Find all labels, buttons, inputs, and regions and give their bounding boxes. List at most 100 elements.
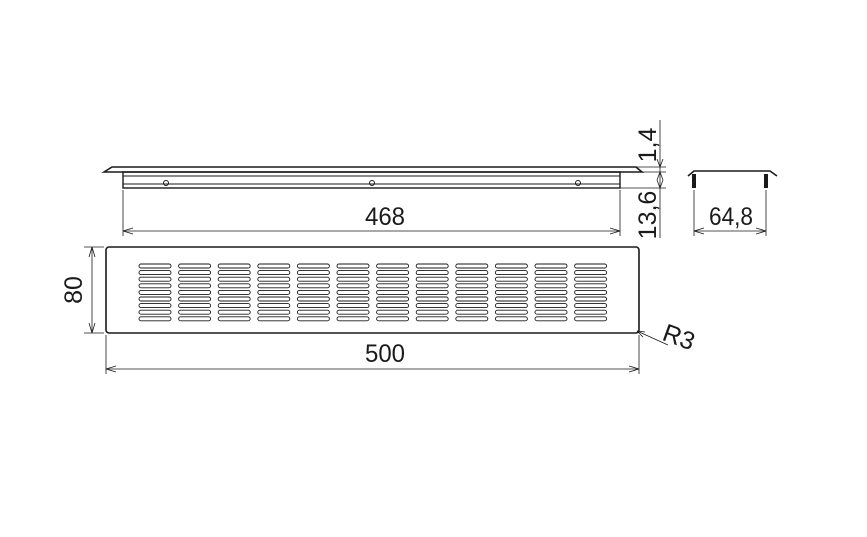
- grille-slot: [494, 296, 528, 302]
- grille-slot: [534, 303, 568, 309]
- grille-slot: [494, 283, 528, 289]
- dimension-height: 1,4 13,6: [620, 120, 666, 239]
- grille-slot: [376, 289, 410, 295]
- grille-slot: [574, 316, 608, 322]
- dimension-500: 500: [105, 335, 640, 374]
- grille-slot: [217, 316, 251, 322]
- grille-slot: [296, 296, 330, 302]
- grille-slot: [296, 270, 330, 276]
- grille-slot: [376, 270, 410, 276]
- grille-slot: [336, 283, 370, 289]
- dimension-label-468: 468: [365, 203, 405, 231]
- grille-slot: [296, 316, 330, 322]
- grille-slot: [138, 283, 172, 289]
- grille-slot: [336, 289, 370, 295]
- grille-slot: [574, 296, 608, 302]
- grille-slot: [455, 316, 489, 322]
- grille-slot: [574, 263, 608, 269]
- grille-slot: [217, 303, 251, 309]
- grille-slot: [415, 283, 449, 289]
- grille-slot: [494, 309, 528, 315]
- grille-slot: [336, 263, 370, 269]
- grille-slot: [376, 276, 410, 282]
- dimension-label-13-6: 13,6: [634, 191, 662, 240]
- grille-slot: [415, 309, 449, 315]
- grille-slot: [257, 316, 291, 322]
- grille-slot: [534, 263, 568, 269]
- grille-slot: [494, 316, 528, 322]
- grille-slot: [296, 289, 330, 295]
- dimension-468: 468: [122, 190, 621, 236]
- dimension-80: 80: [60, 246, 104, 334]
- grille-slot: [455, 303, 489, 309]
- dimension-label-1-4: 1,4: [634, 128, 662, 163]
- grille-slot: [296, 283, 330, 289]
- dimension-label-80: 80: [60, 276, 88, 304]
- grille-slot: [376, 296, 410, 302]
- grille-slots: [138, 263, 608, 322]
- grille-slot: [534, 283, 568, 289]
- grille-slot: [257, 276, 291, 282]
- grille-slot: [494, 270, 528, 276]
- grille-slot: [415, 270, 449, 276]
- grille-slot: [455, 296, 489, 302]
- grille-slot: [574, 309, 608, 315]
- side-view: [101, 166, 645, 189]
- grille-slot: [534, 270, 568, 276]
- grille-slot: [415, 263, 449, 269]
- side-view-flange: [101, 166, 645, 173]
- grille-slot: [534, 296, 568, 302]
- grille-slot: [217, 296, 251, 302]
- grille-slot: [455, 309, 489, 315]
- grille-slot: [336, 303, 370, 309]
- grille-slot: [336, 316, 370, 322]
- grille-slot: [138, 289, 172, 295]
- grille-slot: [217, 283, 251, 289]
- dimension-label-r3: R3: [659, 319, 699, 356]
- grille-slot: [138, 270, 172, 276]
- grille-slot: [257, 289, 291, 295]
- grille-slot: [376, 316, 410, 322]
- grille-slot: [257, 296, 291, 302]
- grille-slot: [455, 283, 489, 289]
- grille-slot: [415, 296, 449, 302]
- grille-slot: [217, 270, 251, 276]
- grille-slot: [376, 263, 410, 269]
- grille-slot: [574, 276, 608, 282]
- grille-slot: [574, 289, 608, 295]
- grille-slot: [217, 263, 251, 269]
- mounting-hole-icon: [163, 180, 169, 186]
- dimension-label-64-8: 64,8: [709, 203, 753, 231]
- grille-slot: [574, 270, 608, 276]
- grille-slot: [296, 263, 330, 269]
- mounting-hole-icon: [369, 180, 375, 186]
- grille-slot: [415, 303, 449, 309]
- grille-slot: [257, 263, 291, 269]
- side-view-body: [122, 171, 621, 189]
- grille-slot: [415, 316, 449, 322]
- grille-slot: [415, 276, 449, 282]
- grille-slot: [138, 303, 172, 309]
- grille-slot: [534, 309, 568, 315]
- grille-slot: [494, 303, 528, 309]
- grille-slot: [494, 263, 528, 269]
- grille-slot: [574, 303, 608, 309]
- profile-flange: [687, 170, 778, 177]
- grille-slot: [534, 276, 568, 282]
- grille-slot: [296, 303, 330, 309]
- profile-view: 64,8: [687, 170, 778, 236]
- grille-slot: [296, 309, 330, 315]
- radius-callout: R3: [636, 319, 699, 356]
- grille-slot: [217, 309, 251, 315]
- grille-slot: [455, 276, 489, 282]
- profile-body: [692, 174, 696, 188]
- grille-slot: [534, 316, 568, 322]
- grille-slot: [178, 303, 212, 309]
- grille-slot: [178, 316, 212, 322]
- profile-body: [764, 174, 768, 188]
- grille-slot: [178, 283, 212, 289]
- grille-slot: [138, 263, 172, 269]
- grille-slot: [574, 283, 608, 289]
- grille-slot: [138, 296, 172, 302]
